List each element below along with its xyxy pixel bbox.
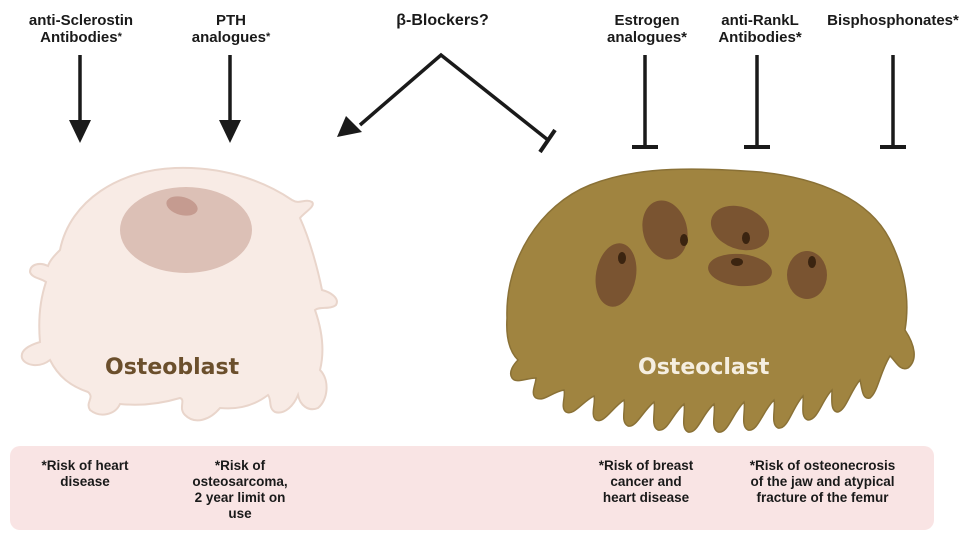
beta-arrowhead (337, 116, 362, 137)
pth-label: PTH analogues* (176, 12, 286, 46)
sclerostin-arrowhead (69, 120, 91, 143)
rankl-line1: anti-RankL (705, 12, 815, 29)
osteoblast-cell (22, 168, 337, 420)
osteoclast-cell (507, 169, 914, 432)
risk-bisphosphonates: *Risk of osteonecrosis of the jaw and at… (730, 458, 915, 506)
sclerostin-line2: Antibodies (40, 29, 118, 46)
osteoclast-body (507, 169, 914, 432)
arrows (69, 55, 906, 152)
risk-estrogen: *Risk of breast cancer and heart disease (582, 458, 710, 506)
beta-blocker-lines (360, 55, 548, 140)
estrogen-line2: analogues* (592, 29, 702, 46)
rankl-label: anti-RankL Antibodies* (705, 12, 815, 46)
estrogen-label: Estrogen analogues* (592, 12, 702, 46)
sclerostin-mark: * (118, 31, 122, 43)
sclerostin-label: anti-Sclerostin Antibodies* (16, 12, 146, 46)
risk-pth: *Risk of osteosarcoma, 2 year limit on u… (180, 458, 300, 522)
bisphosphonates-label: Bisphosphonates* (822, 12, 964, 29)
pth-line1: PTH (176, 12, 286, 29)
sclerostin-line1: anti-Sclerostin (16, 12, 146, 29)
osteoblast-label: Osteoblast (105, 355, 239, 380)
nucleus (787, 251, 827, 299)
pth-mark: * (266, 31, 270, 43)
beta-blockers-label: β-Blockers? (380, 12, 505, 29)
pth-arrowhead (219, 120, 241, 143)
osteoclast-label: Osteoclast (638, 355, 769, 380)
pth-line2: analogues (192, 29, 266, 46)
rankl-line2: Antibodies* (705, 29, 815, 46)
risk-sclerostin: *Risk of heart disease (20, 458, 150, 490)
estrogen-line1: Estrogen (592, 12, 702, 29)
